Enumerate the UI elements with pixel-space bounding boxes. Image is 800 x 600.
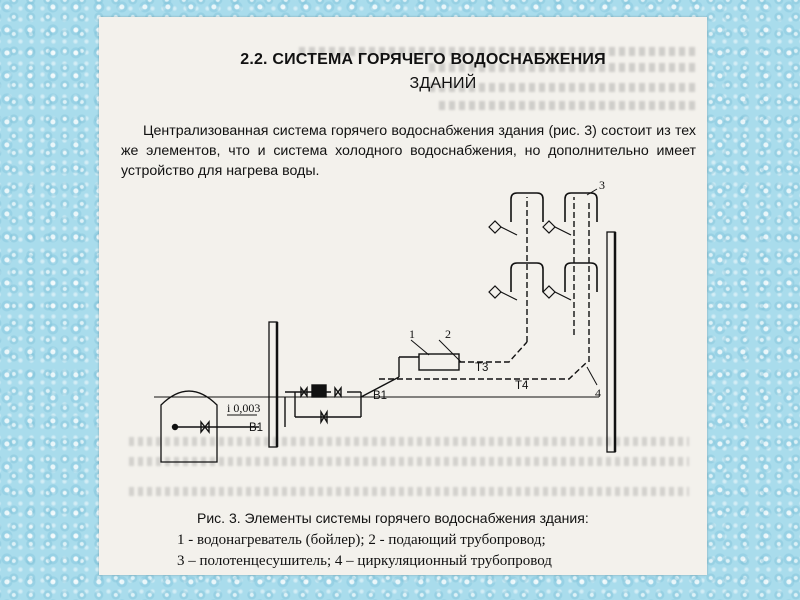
section-heading-continued: ЗДАНИЙ	[409, 75, 477, 92]
bleed-through-text-top	[299, 47, 699, 56]
tap-icon-2	[542, 220, 556, 234]
leader-4	[586, 366, 598, 386]
tap-line-2	[554, 226, 572, 236]
tap-line-4	[554, 291, 572, 301]
label-slope: i 0,003	[227, 401, 260, 415]
tap-line-1	[500, 226, 518, 236]
supply-to-boiler	[360, 376, 400, 398]
bypass-valve-icon	[320, 409, 328, 425]
tap-icon-3	[488, 285, 502, 299]
leader-3	[586, 188, 598, 196]
bleed-through-text-bottom-2	[129, 457, 689, 466]
label-1: 1	[409, 327, 415, 341]
boiler	[418, 353, 460, 371]
tap-icon-1	[488, 220, 502, 234]
label-4: 4	[595, 386, 601, 400]
label-3: 3	[599, 178, 605, 192]
gate-valve-icon	[200, 420, 210, 434]
label-t4: Т4	[515, 380, 529, 392]
label-b1-right: В1	[373, 390, 387, 402]
bleed-through-text-top-3	[429, 83, 699, 92]
towel-dryer-2	[564, 192, 598, 222]
leader-2	[438, 339, 462, 363]
section-heading: 2.2. СИСТЕМА ГОРЯЧЕГО ВОДОСНАБЖЕНИЯ	[240, 51, 606, 68]
label-2: 2	[445, 327, 451, 341]
bleed-through-text-bottom-3	[129, 487, 689, 496]
towel-dryer-1	[510, 192, 544, 222]
tap-icon-4	[542, 285, 556, 299]
inlet-valve	[171, 423, 179, 431]
water-meter	[311, 384, 327, 398]
hot-water-system-diagram: 1 2 3 4 Т3 Т4 В1 В1 i 0,003	[154, 178, 617, 463]
bleed-through-text-top-4	[439, 101, 699, 110]
circulation-pipe-t4	[379, 361, 588, 380]
towel-dryer-4	[564, 262, 598, 292]
leader-1	[410, 339, 430, 356]
tap-line-3	[500, 291, 518, 301]
label-b1-left: В1	[249, 422, 263, 434]
body-paragraph: Централизованная система горячего водосн…	[121, 123, 696, 179]
figure-caption-line-1: 1 - водонагреватель (бойлер); 2 - подающ…	[177, 532, 546, 548]
label-t3: Т3	[475, 362, 488, 374]
valve-icon	[300, 385, 308, 399]
bleed-through-text-bottom-1	[129, 437, 689, 446]
towel-dryer-3	[510, 262, 544, 292]
figure-caption-title: Рис. 3. Элементы системы горячего водосн…	[197, 510, 589, 526]
water-tank	[160, 390, 218, 463]
document-page: 2.2. СИСТЕМА ГОРЯЧЕГО ВОДОСНАБЖЕНИЯ ЗДАН…	[99, 17, 707, 575]
valve-icon-2	[334, 385, 342, 399]
bleed-through-text-top-2	[429, 63, 699, 72]
figure-caption-line-2: 3 – полотенцесушитель; 4 – циркуляционны…	[177, 553, 552, 569]
supply-pipe-t3	[459, 341, 528, 363]
